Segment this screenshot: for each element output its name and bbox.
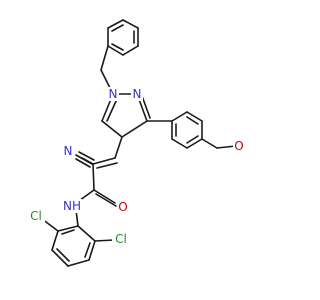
- bond: [201, 138, 218, 149]
- atom-label-cl-ortho: Cl: [30, 209, 42, 223]
- bond: [186, 116, 199, 125]
- bond: [78, 151, 95, 161]
- bond: [75, 154, 93, 165]
- bond: [106, 98, 118, 122]
- atom-label-n-pyrazole-1: N: [109, 87, 118, 101]
- bond: [61, 229, 75, 235]
- bond: [51, 230, 59, 251]
- bond: [107, 45, 124, 56]
- bond: [96, 162, 118, 169]
- bond: [216, 145, 237, 149]
- bond: [56, 248, 70, 262]
- bond: [111, 24, 124, 32]
- bonds: [41, 19, 237, 267]
- bond: [93, 189, 116, 204]
- molecule-diagram: N N N O O NH Cl Cl: [27, 19, 245, 267]
- bond: [77, 225, 96, 242]
- bond: [57, 225, 79, 232]
- bond: [84, 242, 91, 258]
- bond: [186, 111, 203, 122]
- bond: [111, 43, 124, 51]
- atom-label-o-carbonyl: O: [118, 200, 127, 214]
- bond: [186, 138, 203, 149]
- bond: [94, 239, 115, 242]
- atom-label-nh-amide: NH: [63, 199, 81, 213]
- bond: [100, 45, 109, 71]
- bond: [171, 111, 188, 122]
- bond: [171, 138, 188, 149]
- atom-label-cl-meta: Cl: [115, 232, 127, 246]
- bond: [107, 19, 124, 29]
- bond: [122, 45, 139, 56]
- atom-labels: N N N O O NH Cl Cl: [27, 87, 245, 246]
- bond: [122, 19, 139, 29]
- bond: [121, 120, 148, 138]
- atom-label-o-methoxy: O: [234, 139, 243, 153]
- bond: [101, 120, 123, 138]
- bond: [92, 157, 116, 165]
- atom-label-n-nitrile: N: [64, 144, 73, 158]
- bond: [51, 249, 69, 267]
- bond: [186, 135, 199, 144]
- molecule-svg: N N N O O NH Cl Cl: [27, 19, 245, 267]
- bond: [67, 259, 90, 267]
- atom-label-n-pyrazole-2: N: [133, 87, 142, 101]
- bond: [88, 240, 96, 261]
- bond: [95, 193, 117, 207]
- bond: [114, 136, 123, 159]
- bond: [141, 95, 151, 119]
- bond: [92, 163, 95, 191]
- bond: [75, 158, 91, 168]
